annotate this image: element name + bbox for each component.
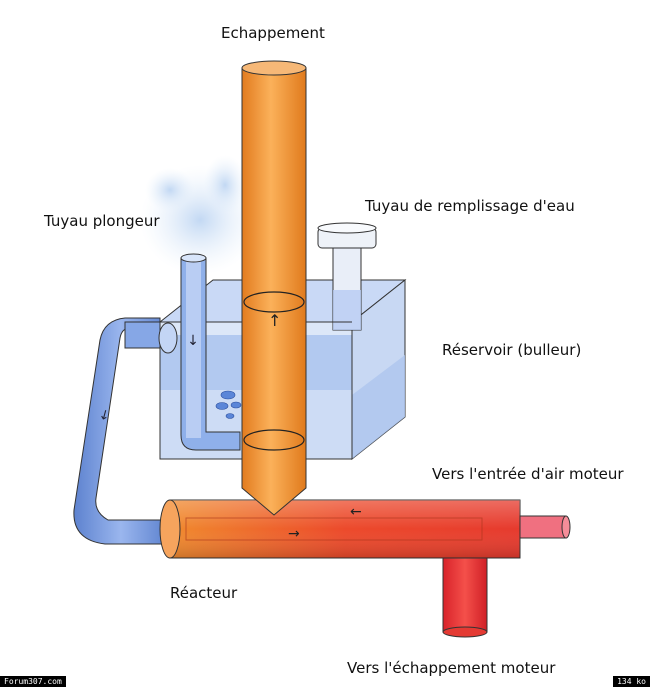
return-pipe: ↓ [73,317,178,545]
reactor: ← → [159,499,571,559]
diving-tube: ↓ [180,253,241,451]
label-echappement: Echappement [221,24,325,42]
svg-text:↑: ↑ [268,311,281,330]
water-splash [140,155,260,275]
svg-text:→: → [288,526,300,542]
svg-text:↓: ↓ [97,407,111,424]
footer-source: Forum307.com [0,676,66,687]
svg-text:←: ← [350,504,362,520]
label-vers-echappement: Vers l'échappement moteur [347,659,556,677]
footer-size: 134 ko [613,676,650,687]
label-reservoir: Réservoir (bulleur) [442,341,582,359]
label-tuyau-remplissage: Tuyau de remplissage d'eau [365,197,575,215]
engine-exhaust-pipe [442,547,488,638]
label-reacteur: Réacteur [170,584,238,602]
exhaust-pipe: ↑ [241,60,307,516]
water-filling-pipe [317,222,377,331]
svg-text:↓: ↓ [187,333,199,349]
label-tuyau-plongeur: Tuyau plongeur [44,212,160,230]
label-vers-entree-air: Vers l'entrée d'air moteur [432,465,624,483]
bubbles [215,390,242,419]
